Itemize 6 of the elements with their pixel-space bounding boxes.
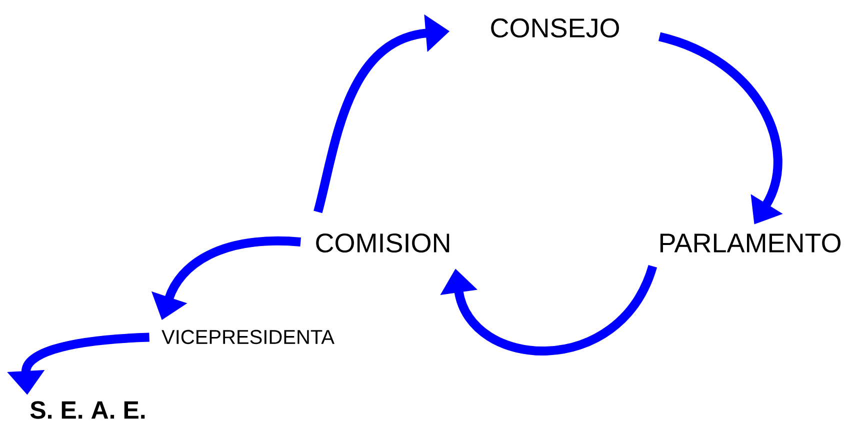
node-label: CONSEJO [491, 18, 619, 38]
node-label: VICEPRESIDENTA [162, 330, 334, 344]
curved-arrow [440, 264, 657, 356]
node-label: COMISION [316, 233, 450, 253]
node-label: PARLAMENTO [660, 233, 840, 253]
node-label: S. E. A. E. [30, 401, 145, 419]
